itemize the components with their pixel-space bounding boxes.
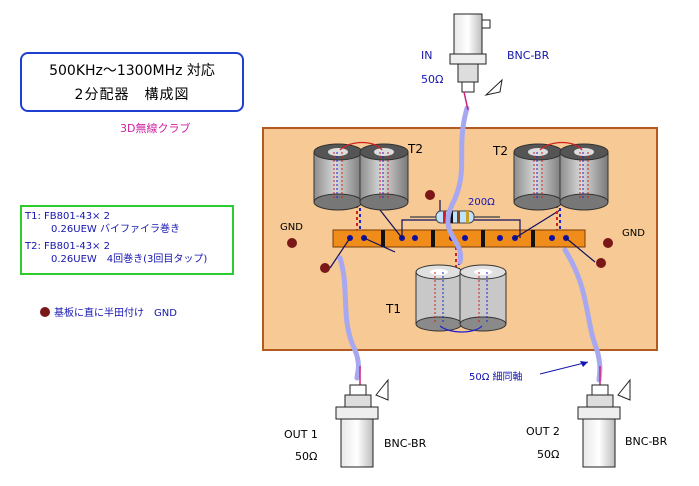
t1-label: T1 xyxy=(385,302,401,316)
out2-label: OUT 2 xyxy=(526,425,560,438)
transformer-t1 xyxy=(415,264,507,333)
gnd-left-label: GND xyxy=(280,222,303,233)
bnc-out1-connector xyxy=(335,366,389,468)
title-line1: 500KHz～1300MHz 対応 xyxy=(49,63,215,79)
out1-type: BNC-BR xyxy=(384,437,427,450)
out1-label: OUT 1 xyxy=(284,428,318,441)
in-label: IN xyxy=(421,49,432,62)
gnd-right-label: GND xyxy=(622,228,645,239)
bnc-out2-connector xyxy=(577,366,631,468)
spec-t1-line2: 0.26UEW バイファイラ巻き xyxy=(51,224,180,235)
t2-left-label: T2 xyxy=(407,142,423,156)
title-box: 500KHz～1300MHz 対応 2分配器 構成図 xyxy=(20,52,244,112)
gnd-dot-icon xyxy=(40,307,50,317)
club-name: 3D無線クラブ xyxy=(120,122,191,135)
coax-arrow xyxy=(539,361,589,375)
bnc-in-connector xyxy=(449,13,503,111)
title-line2: 2分配器 構成図 xyxy=(74,87,190,103)
gnd-legend-text: 基板に直に半田付け GND xyxy=(54,308,177,319)
out2-type: BNC-BR xyxy=(625,435,668,448)
in-imp: 50Ω xyxy=(421,73,443,86)
coax-label: 50Ω 細同軸 xyxy=(469,370,523,383)
strip-gaps xyxy=(381,230,535,247)
transformer-t2-right xyxy=(513,141,609,211)
out2-imp: 50Ω xyxy=(537,448,559,461)
gnd-legend: 基板に直に半田付け GND xyxy=(40,304,177,319)
transformer-t2-left xyxy=(313,141,409,211)
resistor-label: 200Ω xyxy=(468,197,495,208)
spec-box: T1: FB801-43× 2 0.26UEW バイファイラ巻き T2: FB8… xyxy=(20,205,234,275)
spec-t2-line1: T2: FB801-43× 2 xyxy=(25,241,110,252)
spec-t2-line2: 0.26UEW 4回巻き(3回目タップ) xyxy=(51,254,208,265)
t2-right-label: T2 xyxy=(492,144,508,158)
in-type: BNC-BR xyxy=(507,49,550,62)
gnd-dots xyxy=(287,190,613,273)
out1-imp: 50Ω xyxy=(295,450,317,463)
spec-t1-line1: T1: FB801-43× 2 xyxy=(25,211,110,222)
